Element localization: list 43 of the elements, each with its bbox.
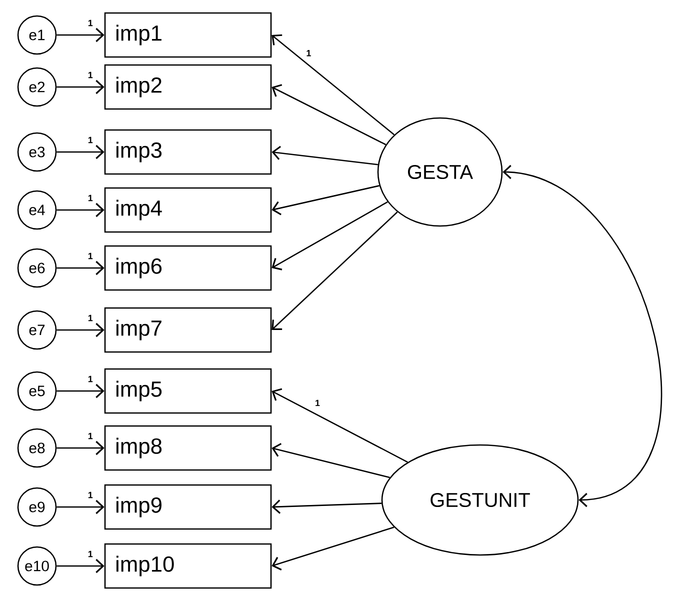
- edge-label: 1: [88, 252, 93, 260]
- arrow: [56, 322, 104, 338]
- edge-label: 1: [306, 50, 311, 56]
- edge-label: 1: [316, 400, 320, 406]
- arrow: [272, 526, 394, 570]
- arrow: [56, 144, 104, 160]
- indicator-box: imp4: [104, 187, 272, 233]
- arrow: [56, 384, 104, 398]
- arrow: [56, 80, 104, 94]
- arrow: [272, 34, 395, 136]
- arrow: [272, 500, 382, 514]
- arrow: [56, 500, 104, 514]
- indicator-box: imp3: [104, 129, 272, 175]
- arrow: [272, 201, 388, 270]
- arrow: [272, 146, 378, 166]
- edge-label: 1: [88, 376, 93, 382]
- indicator-box: imp2: [104, 64, 272, 110]
- edge-label: 1: [88, 72, 93, 78]
- arrow: [272, 185, 380, 216]
- arrow: [272, 388, 408, 463]
- arrow: [56, 202, 104, 218]
- arrow: [272, 84, 386, 146]
- covariance-arrow: [502, 164, 662, 508]
- indicator-box: imp7: [104, 307, 272, 353]
- arrow: [272, 212, 398, 330]
- indicator-box: imp8: [104, 425, 272, 471]
- arrow: [56, 440, 104, 456]
- edge-label: 1: [88, 20, 93, 26]
- edge-label: 1: [88, 136, 93, 144]
- edge-label: 1: [88, 550, 93, 558]
- edge-label: 1: [88, 194, 93, 202]
- arrow: [272, 442, 390, 478]
- indicator-box: imp1: [104, 12, 272, 58]
- indicator-box: imp5: [104, 368, 272, 414]
- arrow: [56, 28, 104, 42]
- indicator-box: imp6: [104, 245, 272, 291]
- arrow: [56, 558, 104, 574]
- indicator-box: imp10: [104, 543, 272, 589]
- edge-label: 1: [88, 314, 93, 322]
- arrow: [56, 260, 104, 276]
- edge-label: 1: [88, 492, 93, 498]
- edge-label: 1: [88, 432, 93, 440]
- indicator-box: imp9: [104, 484, 272, 530]
